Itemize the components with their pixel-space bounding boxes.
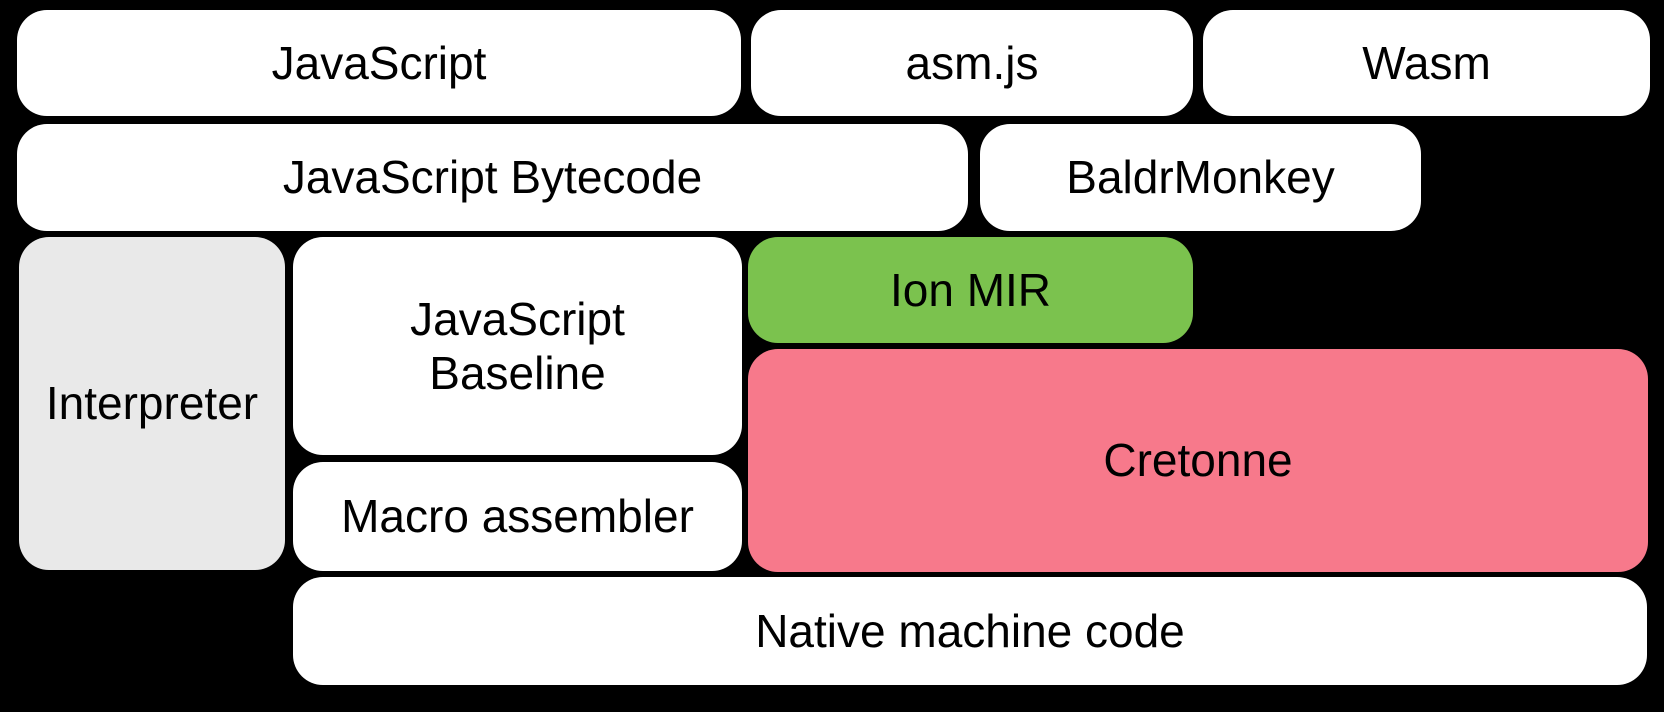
node-cretonne-label: Cretonne <box>1103 434 1293 487</box>
node-cretonne: Cretonne <box>748 349 1648 572</box>
node-asm-js-label: asm.js <box>905 36 1039 89</box>
node-macro-assembler: Macro assembler <box>293 462 742 571</box>
node-javascript: JavaScript <box>17 10 741 116</box>
node-javascript-baseline: JavaScript Baseline <box>293 237 742 455</box>
node-native-machine-code: Native machine code <box>293 577 1647 685</box>
node-javascript-bytecode-label: JavaScript Bytecode <box>282 151 703 204</box>
node-ion-mir-label: Ion MIR <box>889 263 1052 316</box>
node-macro-assembler-label: Macro assembler <box>341 490 694 543</box>
node-javascript-bytecode: JavaScript Bytecode <box>17 124 968 231</box>
node-interpreter-label: Interpreter <box>45 377 259 430</box>
node-wasm: Wasm <box>1203 10 1650 116</box>
node-interpreter: Interpreter <box>19 237 285 570</box>
node-ion-mir: Ion MIR <box>748 237 1193 343</box>
node-baldrmonkey-label: BaldrMonkey <box>1066 151 1335 204</box>
node-wasm-label: Wasm <box>1362 36 1491 89</box>
node-asm-js: asm.js <box>751 10 1193 116</box>
node-javascript-label: JavaScript <box>271 36 487 89</box>
node-native-machine-code-label: Native machine code <box>755 604 1185 657</box>
node-javascript-baseline-label: JavaScript Baseline <box>410 292 625 399</box>
node-baldrmonkey: BaldrMonkey <box>980 124 1421 231</box>
